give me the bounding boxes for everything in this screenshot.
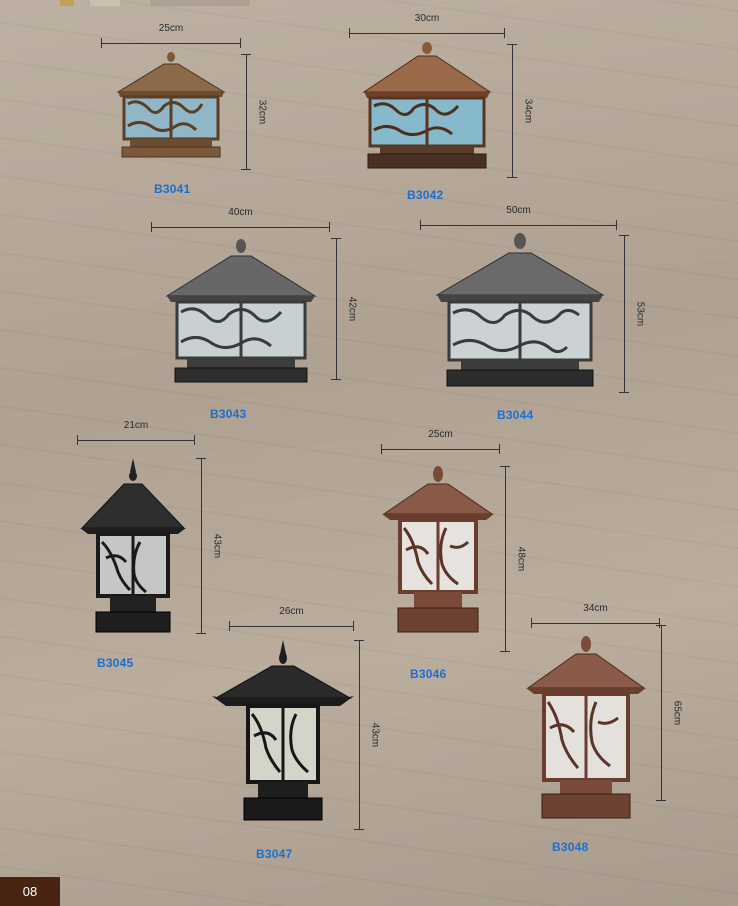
height-dimension: 43cm [353, 640, 381, 830]
page-number: 08 [0, 877, 60, 906]
height-label: 43cm [211, 533, 223, 559]
width-label: 50cm [506, 205, 531, 216]
lamp-image [116, 52, 226, 158]
width-label: 25cm [158, 23, 184, 34]
width-label: 40cm [228, 207, 253, 218]
height-dimension: 32cm [240, 54, 268, 170]
height-label: 65cm [671, 700, 683, 726]
width-dimension: 34cm [531, 603, 660, 629]
height-dimension: 48cm [499, 466, 527, 652]
product-code: B3047 [256, 847, 293, 861]
height-label: 34cm [522, 98, 534, 124]
height-label: 43cm [369, 722, 381, 748]
height-dimension: 53cm [618, 235, 646, 393]
height-dimension: 34cm [506, 44, 534, 178]
product-code: B3048 [552, 840, 589, 854]
product-code: B3045 [97, 656, 134, 670]
height-label: 53cm [634, 301, 646, 327]
product-code: B3042 [407, 188, 444, 202]
width-label: 25cm [428, 429, 453, 440]
lamp-image [362, 42, 492, 169]
width-label: 34cm [583, 603, 608, 614]
width-dimension: 50cm [420, 205, 617, 231]
lamp-image [526, 636, 646, 819]
width-dimension: 40cm [151, 207, 330, 233]
lamp-image [80, 458, 186, 633]
lamp-image [165, 239, 317, 383]
product-code: B3043 [210, 407, 247, 421]
lamp-image [382, 466, 494, 633]
product-code: B3044 [497, 408, 534, 422]
height-label: 32cm [256, 99, 268, 125]
lamp-image [435, 233, 605, 387]
width-dimension: 30cm [349, 13, 505, 39]
height-label: 42cm [346, 296, 358, 322]
width-dimension: 21cm [77, 420, 195, 446]
height-label: 48cm [515, 546, 527, 572]
width-label: 26cm [279, 606, 304, 617]
height-dimension: 43cm [195, 458, 223, 634]
lamp-image [212, 640, 354, 821]
product-code: B3041 [154, 182, 191, 196]
width-label: 21cm [123, 420, 149, 431]
width-dimension: 25cm [101, 23, 241, 49]
height-dimension: 42cm [330, 238, 358, 380]
product-code: B3046 [410, 667, 447, 681]
header-strip [60, 0, 260, 6]
width-dimension: 25cm [381, 429, 500, 455]
height-dimension: 65cm [655, 625, 683, 801]
width-dimension: 26cm [229, 606, 354, 632]
width-label: 30cm [414, 13, 440, 24]
